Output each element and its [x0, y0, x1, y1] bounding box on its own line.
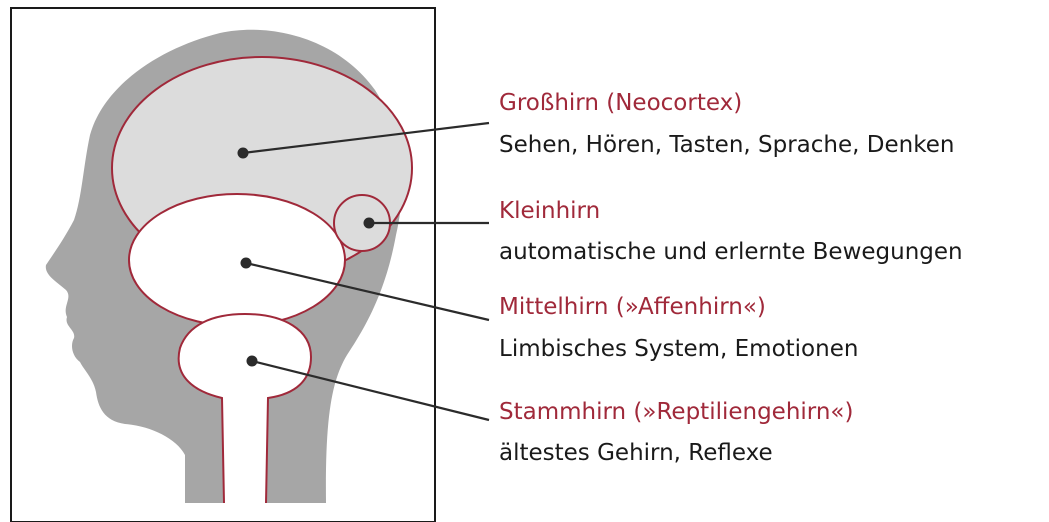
- grosshirn-marker-dot: [238, 148, 249, 159]
- stammhirn-description: ältestes Gehirn, Reflexe: [499, 440, 773, 466]
- grosshirn-title: Großhirn (Neocortex): [499, 90, 742, 116]
- mittelhirn-region: [129, 194, 345, 326]
- grosshirn-description: Sehen, Hören, Tasten, Sprache, Denken: [499, 132, 954, 158]
- mittelhirn-description: Limbisches System, Emotionen: [499, 336, 858, 362]
- mittelhirn-title: Mittelhirn (»Affenhirn«): [499, 294, 766, 320]
- mittelhirn-marker-dot: [241, 258, 252, 269]
- stammhirn-title: Stammhirn (»Reptiliengehirn«): [499, 399, 853, 425]
- kleinhirn-description: automatische und erlernte Bewegungen: [499, 239, 963, 265]
- kleinhirn-title: Kleinhirn: [499, 198, 600, 224]
- kleinhirn-marker-dot: [364, 218, 375, 229]
- stammhirn-marker-dot: [247, 356, 258, 367]
